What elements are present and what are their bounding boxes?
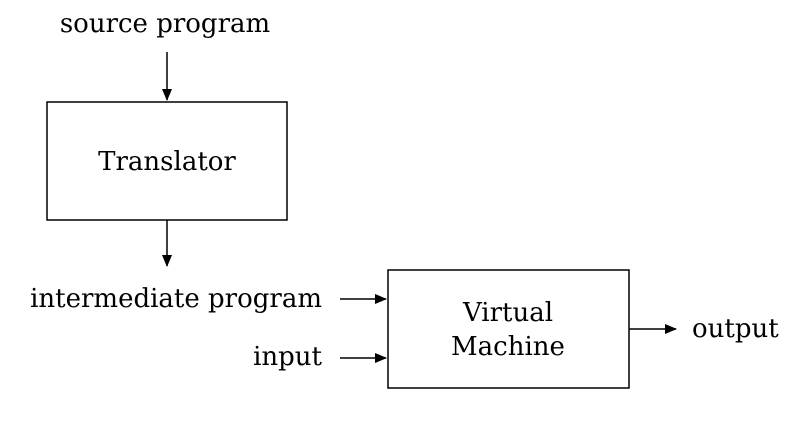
- virtual-machine-label-line1: Virtual: [462, 298, 553, 328]
- virtual-machine-box: [387, 269, 630, 389]
- input-label: input: [253, 342, 322, 372]
- output-label: output: [692, 314, 779, 344]
- source-program-label: source program: [60, 9, 270, 39]
- intermediate-program-label: intermediate program: [30, 284, 322, 314]
- virtual-machine-label-line2: Machine: [451, 332, 565, 362]
- translator-label: Translator: [98, 147, 236, 177]
